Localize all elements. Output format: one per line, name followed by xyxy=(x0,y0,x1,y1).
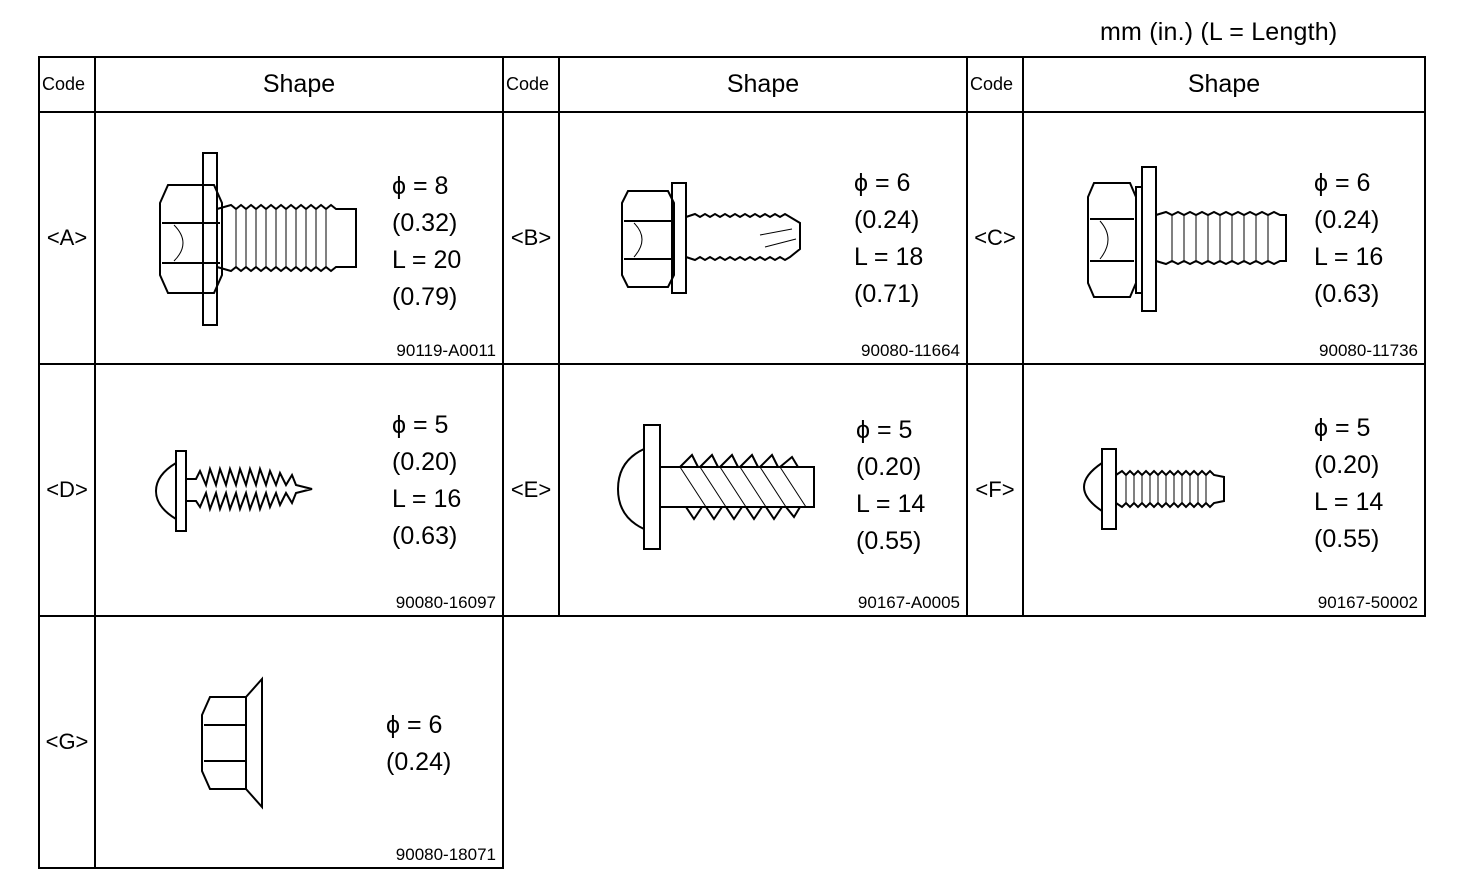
header-row: Code Shape Code Shape Code Shape xyxy=(38,56,1426,113)
diameter-value: ϕ = 5 xyxy=(856,416,913,444)
length-value: L = 18 xyxy=(854,243,924,271)
pan-head-screw-icon xyxy=(1082,448,1225,530)
bolt-shape-a: ϕ = 8 (0.32) L = 20 (0.79) 90119-A0011 xyxy=(94,111,504,365)
bolt-code-a: <A> xyxy=(38,111,96,365)
diameter-value: ϕ = 6 xyxy=(386,711,443,739)
bolt-code-b: <B> xyxy=(502,111,560,365)
bolt-code-g: <G> xyxy=(38,615,96,869)
bolt-shape-g: ϕ = 6 (0.24) 90080-18071 xyxy=(94,615,504,869)
length-value: L = 16 xyxy=(392,485,462,513)
length-value: L = 16 xyxy=(1314,243,1384,271)
bolt-code-e: <E> xyxy=(502,363,560,617)
bolt-shape-c: ϕ = 6 (0.24) L = 16 (0.63) 90080-11736 xyxy=(1022,111,1426,365)
diameter-inch: (0.20) xyxy=(1314,451,1380,479)
diameter-value: ϕ = 8 xyxy=(392,172,449,200)
header-code: Code xyxy=(502,56,560,113)
table-row: <G> ϕ = 6 (0.24) 90080-18071 xyxy=(38,615,1425,869)
length-value: L = 20 xyxy=(392,246,462,274)
bolt-code-c: <C> xyxy=(966,111,1024,365)
bolt-shape-b: ϕ = 6 (0.24) L = 18 (0.71) 90080-11664 xyxy=(558,111,968,365)
diameter-inch: (0.24) xyxy=(1314,206,1380,234)
header-code: Code xyxy=(966,56,1024,113)
part-number: 90080-11664 xyxy=(861,341,960,360)
hex-flange-bolt-with-washer-icon xyxy=(159,152,357,326)
header-shape: Shape xyxy=(558,56,968,113)
length-inch: (0.71) xyxy=(854,280,920,308)
header-shape: Shape xyxy=(94,56,504,113)
length-inch: (0.55) xyxy=(1314,525,1380,553)
diameter-value: ϕ = 6 xyxy=(1314,169,1371,197)
pan-head-thread-forming-screw-icon xyxy=(616,424,815,550)
length-value: L = 14 xyxy=(856,490,926,518)
part-number: 90080-11736 xyxy=(1319,341,1418,360)
header-code: Code xyxy=(38,56,96,113)
diameter-inch: (0.20) xyxy=(392,448,458,476)
diameter-value: ϕ = 5 xyxy=(392,411,449,439)
bolt-shape-f: ϕ = 5 (0.20) L = 14 (0.55) 90167-50002 xyxy=(1022,363,1426,617)
bolt-shape-d: ϕ = 5 (0.20) L = 16 (0.63) 90080-16097 xyxy=(94,363,504,617)
hex-washer-bolt-icon xyxy=(1087,166,1287,312)
part-number: 90080-16097 xyxy=(395,593,496,612)
length-inch: (0.79) xyxy=(392,283,458,311)
diameter-inch: (0.20) xyxy=(856,453,922,481)
table-row: <A> ϕ = 8 (0.32) L = 20 (0.79) xyxy=(38,111,1426,365)
part-number: 90167-50002 xyxy=(1317,593,1418,612)
length-value: L = 14 xyxy=(1314,488,1384,516)
length-inch: (0.55) xyxy=(856,527,922,555)
diameter-value: ϕ = 6 xyxy=(854,169,911,197)
table-row: <D> ϕ = 5 (0.20) L = 16 (0.63) 90080-160… xyxy=(38,363,1426,617)
header-shape: Shape xyxy=(1022,56,1426,113)
part-number: 90167-A0005 xyxy=(857,593,960,612)
part-number: 90119-A0011 xyxy=(396,341,496,360)
diameter-value: ϕ = 5 xyxy=(1314,414,1371,442)
tapping-screw-icon xyxy=(154,450,313,532)
bolt-shape-e: ϕ = 5 (0.20) L = 14 (0.55) 90167-A0005 xyxy=(558,363,968,617)
bolt-code-d: <D> xyxy=(38,363,96,617)
part-number: 90080-18071 xyxy=(395,845,496,864)
hex-washer-bolt-icon xyxy=(621,182,801,294)
length-inch: (0.63) xyxy=(1314,280,1380,308)
flange-nut-icon xyxy=(201,676,263,810)
diameter-inch: (0.32) xyxy=(392,209,458,237)
length-inch: (0.63) xyxy=(392,522,458,550)
bolt-table: Code Shape Code Shape Code Shape <A> xyxy=(38,56,1426,869)
bolt-code-f: <F> xyxy=(966,363,1024,617)
diameter-inch: (0.24) xyxy=(386,748,452,776)
units-note: mm (in.) (L = Length) xyxy=(1100,18,1338,46)
diameter-inch: (0.24) xyxy=(854,206,920,234)
